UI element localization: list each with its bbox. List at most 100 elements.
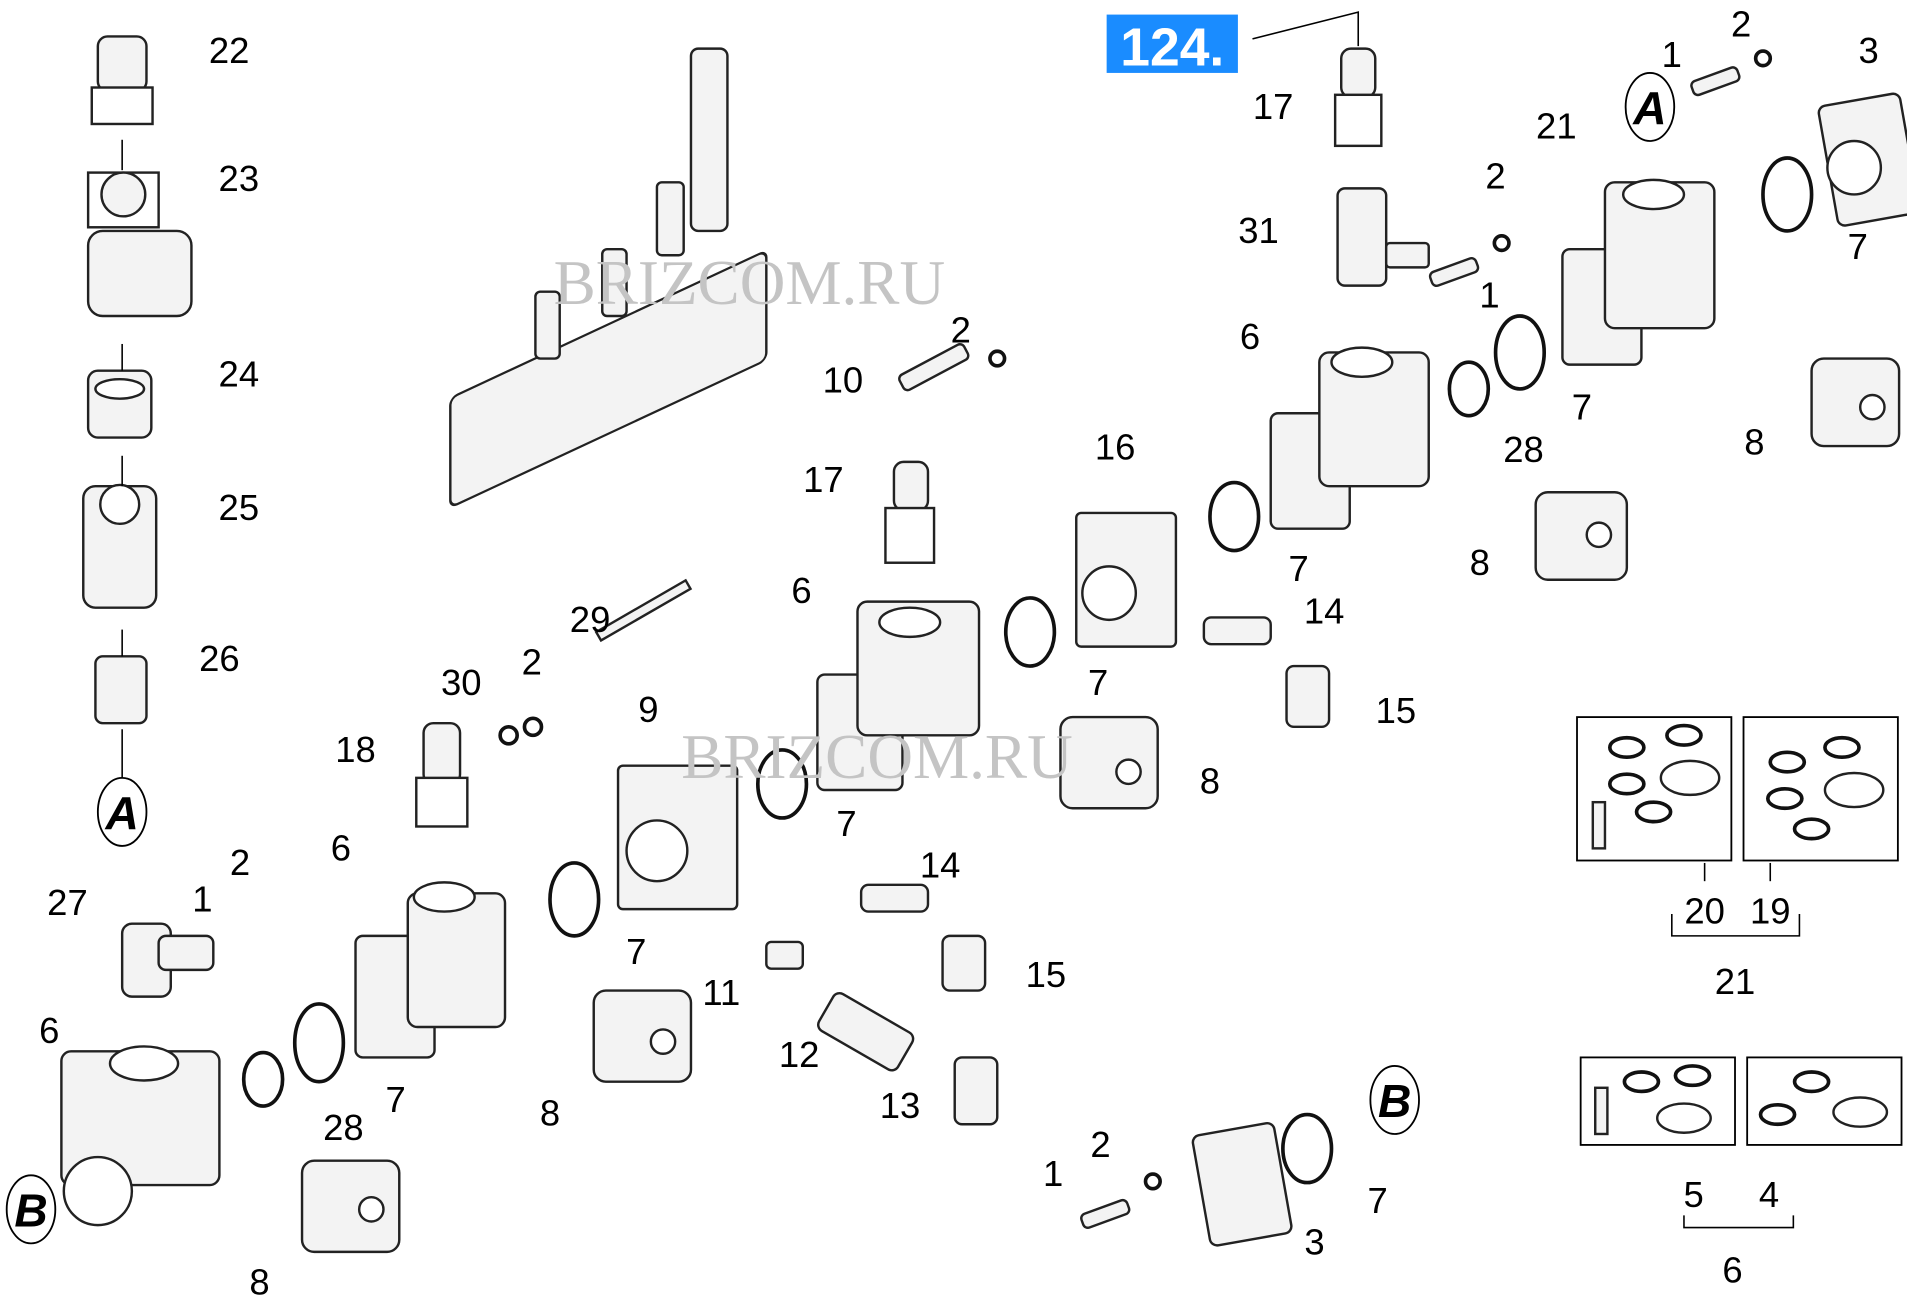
callout: 3 (1859, 30, 1879, 71)
callout: 2 (951, 310, 971, 351)
check-valve-14b (1202, 616, 1272, 646)
callout: 8 (249, 1261, 269, 1302)
callout: 6 (1240, 316, 1260, 357)
rod-29 (594, 578, 693, 643)
reference-letter: A (1632, 82, 1666, 134)
callout: 28 (1503, 429, 1544, 470)
fitting-11 (765, 940, 805, 970)
callout: 28 (323, 1107, 364, 1148)
callout: 24 (219, 354, 260, 395)
valve-body-lower-left (60, 1045, 221, 1227)
strainer-23 (86, 171, 193, 318)
callout: 17 (803, 459, 844, 500)
hose-nipple-22 (90, 35, 154, 126)
watermark: BRIZCOM.RU (681, 722, 1072, 792)
assembled-manifold (449, 47, 768, 507)
kit-5-box (1579, 1056, 1736, 1146)
callout: 14 (1304, 591, 1345, 632)
callout: 27 (47, 882, 88, 923)
solenoid-coil (1059, 715, 1159, 810)
callout: 10 (823, 360, 864, 401)
callout: 7 (1848, 226, 1868, 267)
screw-1 (1428, 256, 1480, 288)
callout: 11 (702, 972, 740, 1013)
check-valve-14 (859, 883, 930, 913)
callout: 30 (441, 662, 482, 703)
reference-letter: B (14, 1184, 47, 1236)
valve-body-6-middle (816, 600, 981, 792)
callout: 29 (570, 599, 611, 640)
callout: 2 (230, 842, 250, 883)
callout: 13 (880, 1085, 921, 1126)
callout: 2 (1090, 1124, 1110, 1165)
callout: 5 (1684, 1174, 1704, 1215)
screw-1 (1690, 66, 1741, 97)
elbow-15 (941, 934, 987, 992)
callout: 7 (1088, 662, 1108, 703)
ball-valve-31 (1336, 187, 1430, 287)
kit-4-box (1746, 1056, 1903, 1146)
callout: 14 (920, 845, 961, 886)
callout: 21 (1715, 961, 1756, 1002)
solenoid-coil (592, 989, 693, 1083)
screw-1 (1080, 1198, 1131, 1229)
callout: 9 (638, 689, 658, 730)
callout: 1 (1043, 1153, 1063, 1194)
callout: 4 (1759, 1174, 1779, 1215)
solenoid-coil (1534, 491, 1629, 581)
callout: 3 (1304, 1221, 1324, 1262)
callout: 7 (1368, 1180, 1388, 1221)
cover-3-bottom (1191, 1121, 1293, 1247)
kit-19-box (1742, 716, 1899, 862)
figure-number-badge (1106, 14, 1238, 73)
elbow-13 (953, 1056, 999, 1126)
reference-letter: A (104, 787, 138, 839)
check-valve-25 (82, 483, 158, 609)
callout: 31 (1238, 210, 1279, 251)
filter-12 (817, 992, 915, 1072)
callout: 25 (219, 487, 260, 528)
callout: 8 (540, 1092, 560, 1133)
valve-body-6-upper (1269, 346, 1430, 530)
valve-body-6-left (354, 881, 507, 1059)
elbow-15b (1285, 664, 1331, 729)
callout: 1 (192, 879, 212, 920)
kit-20-box (1576, 716, 1733, 862)
callout: 2 (1731, 3, 1751, 44)
callout: 1 (1479, 274, 1499, 315)
callout: 15 (1026, 954, 1067, 995)
valve-body-21 (1561, 178, 1716, 366)
callout: 2 (1485, 155, 1505, 196)
callout: 2 (522, 642, 542, 683)
reference-letter: B (1378, 1075, 1411, 1127)
callout: 7 (1572, 386, 1592, 427)
callout: 18 (335, 729, 376, 770)
callout: 8 (1744, 422, 1764, 463)
hose-nipple-17 (884, 460, 936, 564)
callout: 19 (1750, 891, 1791, 932)
callout: 8 (1200, 761, 1220, 802)
watermark: BRIZCOM.RU (554, 248, 945, 318)
block-16 (1075, 511, 1178, 648)
callout: 1 (1662, 34, 1682, 75)
callout: 6 (39, 1010, 59, 1051)
callout: 17 (1253, 86, 1294, 127)
callout: 15 (1376, 690, 1417, 731)
solenoid-coil (1810, 357, 1901, 448)
callout: 6 (1722, 1249, 1742, 1290)
callout: 22 (209, 30, 250, 71)
callout: 6 (791, 570, 811, 611)
callout: 7 (1289, 548, 1309, 589)
callout: 8 (1470, 542, 1490, 583)
callout: 6 (331, 828, 351, 869)
figure-number: 124. (1120, 19, 1224, 78)
hose-nipple-18 (415, 721, 469, 828)
callout: 7 (626, 931, 646, 972)
callout: 26 (199, 638, 240, 679)
nipple-26 (94, 655, 148, 725)
adapter-24 (86, 369, 153, 439)
hose-nipple-17-top (1333, 47, 1383, 148)
elbow-27 (120, 922, 215, 998)
callout: 21 (1536, 106, 1577, 147)
